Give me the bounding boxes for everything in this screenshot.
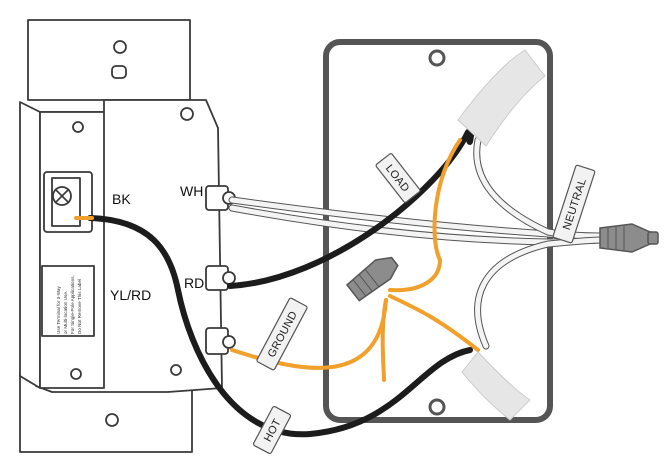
terminal-screw-icon (222, 335, 236, 349)
bottom-cable-jacket (461, 351, 531, 421)
mounting-hole-icon (113, 40, 127, 54)
terminal-screw-icon (222, 271, 236, 285)
terminal-screw-icon (180, 107, 194, 121)
wire-nut-icon (599, 223, 659, 253)
warning-line: For Single-Pole Applications, (70, 275, 75, 334)
warning-line: Do Not Remove This Label (77, 279, 82, 334)
mounting-hole-icon (105, 413, 119, 427)
bk-terminal-label: BK (112, 191, 131, 207)
warning-line: or Multi-location Use. (63, 291, 68, 334)
warning-line: Use Terminal for 3-Way (56, 286, 61, 334)
rd-terminal-label: RD (184, 275, 204, 291)
wh-terminal-label: WH (180, 183, 203, 199)
neutral-tag: NEUTRAL (552, 164, 596, 244)
neutral-wires (228, 136, 606, 350)
switch-side-panel (19, 101, 41, 389)
terminal-screw-icon (72, 121, 84, 133)
ground-tag: GROUND (256, 297, 308, 371)
wire-nut-icon (345, 256, 399, 302)
yl-rd-terminal-label: YL/RD (110, 287, 151, 303)
top-cable-jacket (457, 49, 546, 147)
hot-tag: HOT (252, 405, 292, 455)
hot-wire (74, 215, 473, 438)
load-wire (227, 129, 471, 289)
terminal-screw-icon (170, 364, 182, 376)
switch-front-face (39, 111, 105, 389)
warning-label (41, 265, 95, 337)
mounting-hole-icon (428, 398, 446, 416)
dimmer-switch (19, 19, 236, 453)
warning-label-text: Use Terminal for 3-Way or Multi-location… (56, 275, 82, 334)
mounting-slot-icon (111, 65, 127, 79)
cable-jackets (457, 49, 546, 421)
terminal-screw-icon (70, 368, 82, 380)
mounting-strap (27, 19, 191, 101)
mounting-hole-icon (428, 49, 446, 67)
